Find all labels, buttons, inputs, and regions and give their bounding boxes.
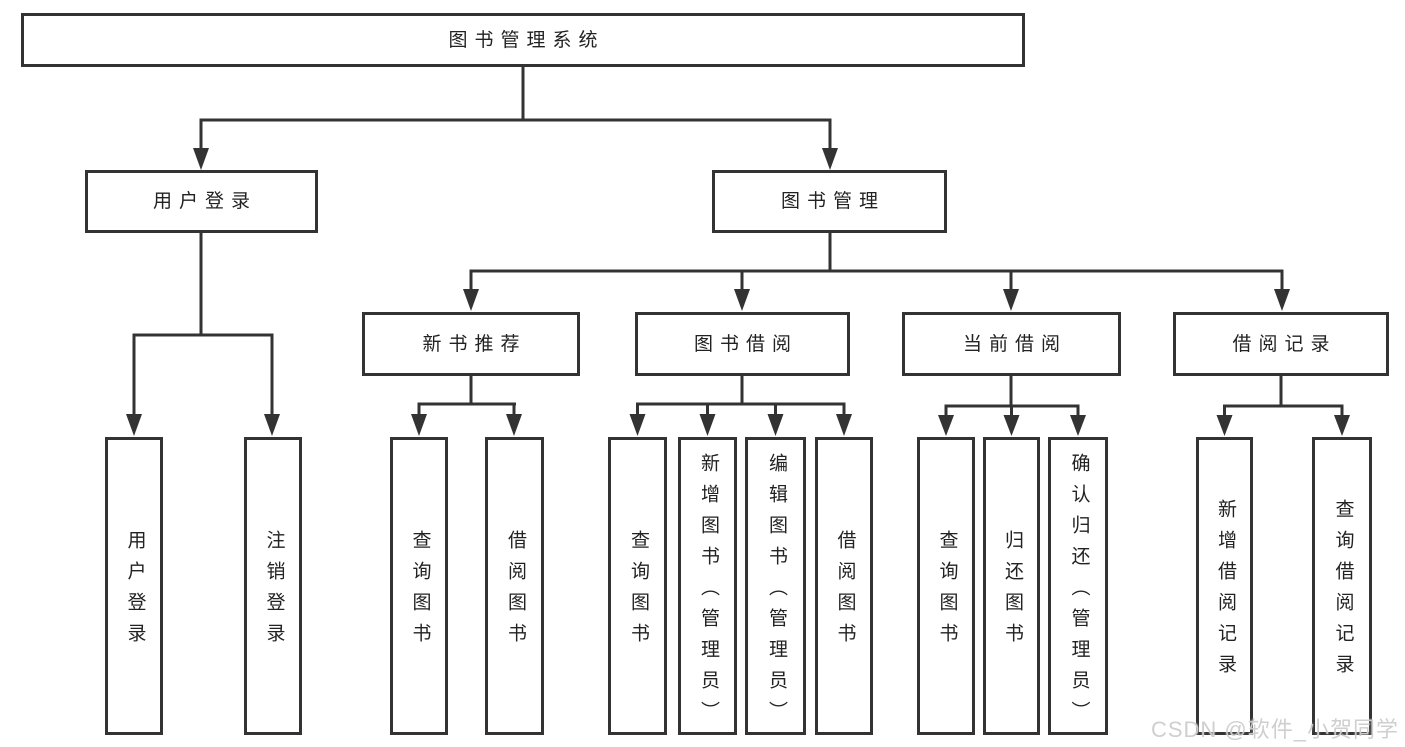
leaf-user-login-label: 用户登录 bbox=[124, 530, 146, 654]
leaf-current-query-books: 查询图书 bbox=[917, 437, 975, 735]
leaf-current-confirm-return-admin-label: 确认归还（管理员） bbox=[1068, 452, 1090, 732]
connector-root-to-level2 bbox=[193, 67, 838, 170]
leaf-newbook-query-books: 查询图书 bbox=[390, 437, 448, 735]
node-new-book-recommend-label: 新书推荐 bbox=[422, 333, 527, 355]
leaf-records-add-record-label: 新增借阅记录 bbox=[1214, 499, 1236, 685]
leaf-logout: 注销登录 bbox=[244, 437, 302, 735]
leaf-borrow-add-books-admin: 新增图书（管理员） bbox=[678, 437, 737, 735]
leaf-borrow-edit-books-admin: 编辑图书（管理员） bbox=[745, 437, 806, 735]
connector-newbook-to-leaves bbox=[411, 376, 522, 436]
leaf-borrow-borrow-books-label: 借阅图书 bbox=[834, 530, 856, 654]
leaf-logout-label: 注销登录 bbox=[263, 530, 285, 654]
connector-login-to-leaves bbox=[126, 233, 280, 436]
leaf-borrow-query-books: 查询图书 bbox=[608, 437, 667, 735]
leaf-records-query-record: 查询借阅记录 bbox=[1312, 437, 1372, 735]
node-new-book-recommend: 新书推荐 bbox=[362, 312, 580, 376]
node-root-system: 图书管理系统 bbox=[21, 13, 1025, 67]
node-user-login: 用户登录 bbox=[85, 170, 318, 233]
leaf-records-add-record: 新增借阅记录 bbox=[1196, 437, 1253, 735]
connector-mgmt-to-level3 bbox=[463, 233, 1290, 311]
node-current-borrow-label: 当前借阅 bbox=[962, 333, 1067, 355]
leaf-current-confirm-return-admin: 确认归还（管理员） bbox=[1048, 437, 1108, 735]
leaf-records-query-record-label: 查询借阅记录 bbox=[1332, 499, 1354, 685]
leaf-newbook-borrow-books: 借阅图书 bbox=[485, 437, 544, 735]
connector-current-to-leaves bbox=[938, 376, 1086, 436]
node-book-borrow: 图书借阅 bbox=[635, 312, 850, 376]
leaf-user-login: 用户登录 bbox=[105, 437, 163, 735]
connector-records-to-leaves bbox=[1216, 376, 1350, 436]
node-book-management-label: 图书管理 bbox=[780, 191, 885, 212]
leaf-current-return-books: 归还图书 bbox=[983, 437, 1040, 735]
node-borrow-records-label: 借阅记录 bbox=[1232, 333, 1337, 355]
node-book-management: 图书管理 bbox=[712, 170, 947, 233]
leaf-newbook-query-books-label: 查询图书 bbox=[409, 530, 431, 654]
leaf-borrow-edit-books-admin-label: 编辑图书（管理员） bbox=[765, 452, 787, 732]
node-book-borrow-label: 图书借阅 bbox=[693, 333, 798, 355]
node-borrow-records: 借阅记录 bbox=[1173, 312, 1389, 376]
node-current-borrow: 当前借阅 bbox=[902, 312, 1121, 376]
node-root-system-label: 图书管理系统 bbox=[448, 29, 605, 51]
leaf-newbook-borrow-books-label: 借阅图书 bbox=[504, 530, 526, 654]
leaf-borrow-borrow-books: 借阅图书 bbox=[815, 437, 873, 735]
leaf-current-query-books-label: 查询图书 bbox=[936, 530, 958, 654]
leaf-borrow-add-books-admin-label: 新增图书（管理员） bbox=[697, 452, 719, 732]
leaf-current-return-books-label: 归还图书 bbox=[1001, 530, 1023, 654]
connector-borrow-to-leaves bbox=[629, 376, 852, 436]
leaf-borrow-query-books-label: 查询图书 bbox=[627, 530, 649, 654]
node-user-login-label: 用户登录 bbox=[152, 191, 257, 212]
